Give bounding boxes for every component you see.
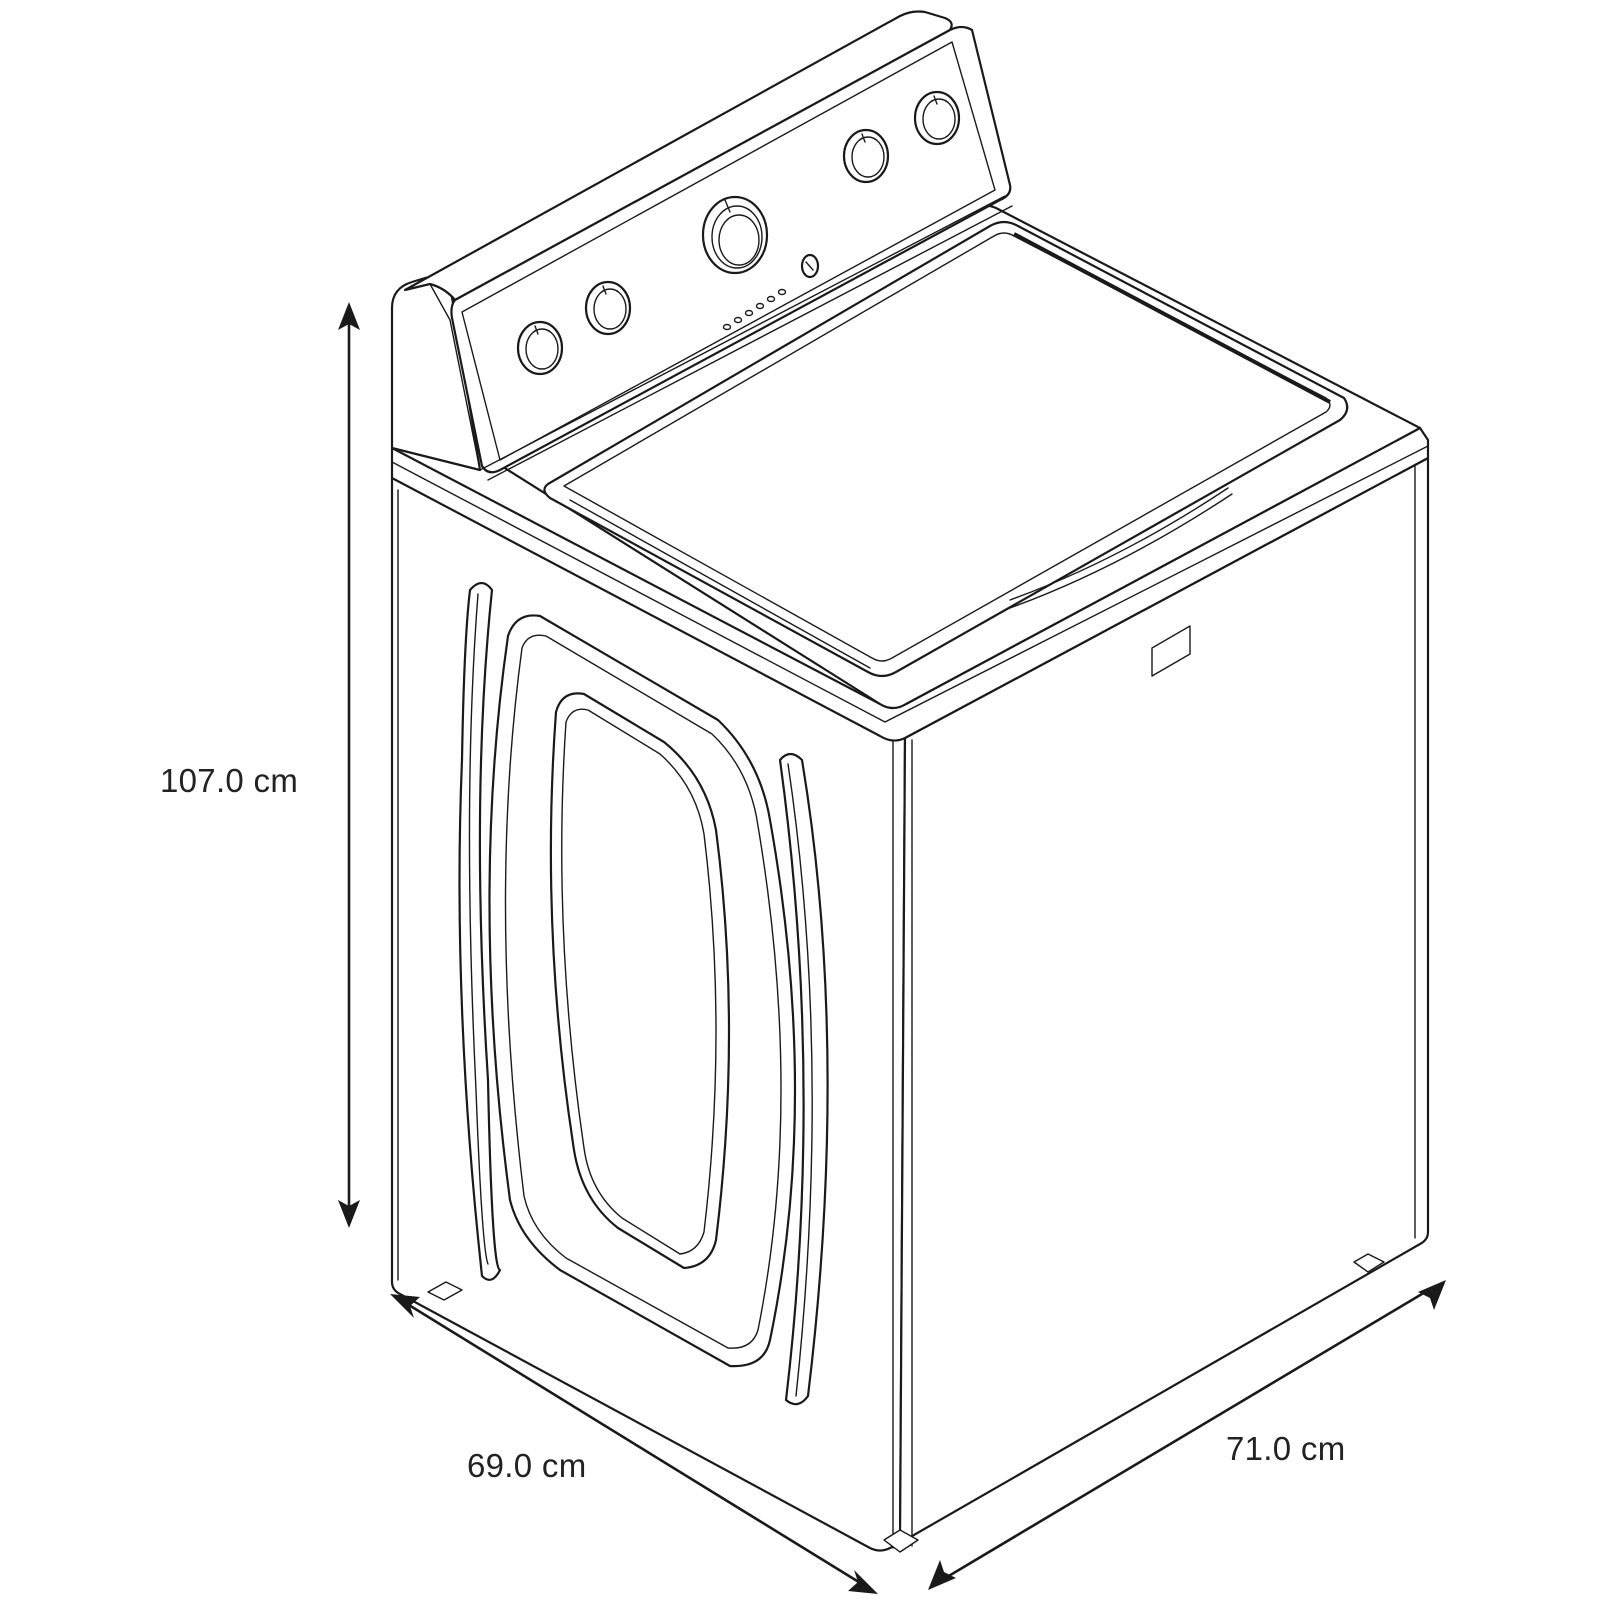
foot — [1353, 1253, 1385, 1273]
lid-hinge-band — [1013, 232, 1331, 404]
height-label: 107.0 cm — [160, 762, 299, 799]
knob-2[interactable] — [584, 280, 632, 336]
console-top — [403, 10, 953, 302]
indicator-light — [733, 316, 743, 324]
arrow-up-left-icon — [390, 1294, 420, 1318]
lid — [543, 220, 1349, 678]
arrow-down-left-icon — [928, 1560, 956, 1590]
console-fascia-inner — [461, 41, 996, 461]
width-label: 69.0 cm — [467, 1447, 587, 1484]
lid-inner — [563, 232, 1331, 662]
height-dimension-line — [338, 302, 360, 1228]
side-label-plate — [1151, 625, 1191, 677]
depth-dimension-line — [928, 1280, 1446, 1590]
side-panel — [898, 456, 1430, 1545]
foot — [427, 1281, 463, 1301]
indicator-light — [744, 309, 754, 317]
lid-lip — [569, 499, 871, 669]
right-groove — [778, 752, 829, 1406]
console-side-edge — [429, 283, 481, 471]
arrow-down-right-icon — [848, 1570, 878, 1594]
control-console — [390, 10, 1013, 481]
console-base-line-2 — [487, 205, 1013, 481]
depth-label: 71.0 cm — [1226, 1430, 1346, 1467]
console-base-line — [479, 195, 1006, 471]
arrow-up-right-icon — [1418, 1280, 1446, 1310]
door-window-inner — [561, 708, 717, 1255]
indicator-light — [777, 288, 787, 296]
cabinet — [390, 456, 1430, 1552]
knob-cycle-selector[interactable] — [701, 195, 769, 275]
knob-5[interactable] — [913, 90, 961, 146]
indicator-light — [755, 302, 765, 310]
foot — [883, 1529, 919, 1553]
left-groove — [458, 581, 502, 1281]
knob-4[interactable] — [842, 128, 890, 184]
right-groove-inner — [787, 763, 813, 1397]
arrow-down-icon — [338, 1200, 360, 1228]
door-frame-outer — [488, 614, 797, 1368]
knob-1[interactable] — [516, 320, 564, 376]
door-window-outer — [549, 692, 731, 1270]
front-panel — [390, 476, 907, 1552]
indicator-light — [722, 323, 732, 331]
left-groove-inner — [468, 593, 489, 1265]
arrow-up-icon — [338, 302, 360, 330]
door-frame-inner — [504, 634, 782, 1349]
feet — [427, 1253, 1385, 1553]
lid-handle — [1009, 487, 1233, 609]
top-rim-line — [391, 445, 1429, 723]
width-dimension-line — [390, 1294, 878, 1594]
front-decoration — [458, 581, 829, 1406]
indicator-light — [766, 295, 776, 303]
lid-outer — [543, 220, 1349, 678]
start-button[interactable] — [800, 253, 820, 279]
indicator-lights — [722, 288, 787, 331]
